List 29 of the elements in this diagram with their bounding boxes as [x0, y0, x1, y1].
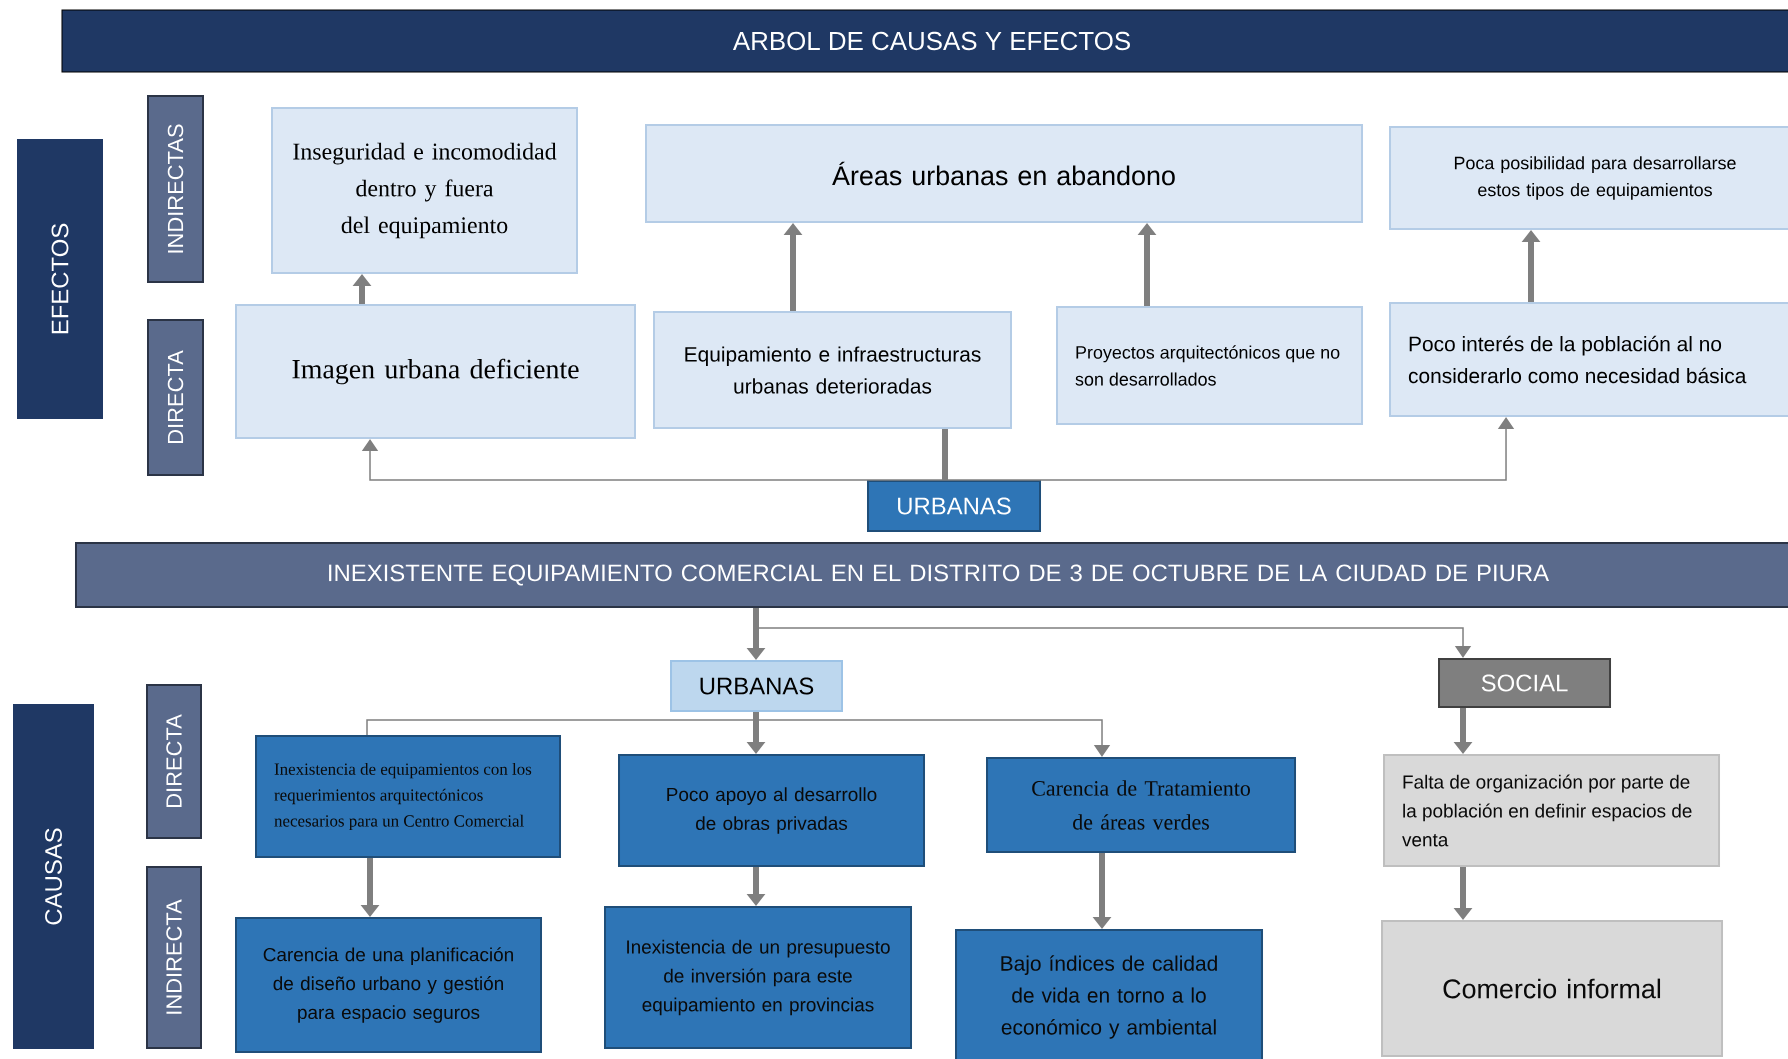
section-label: CAUSAS — [13, 704, 94, 1049]
cause-box: Bajo índices de calidad de vida en torno a lo económico y ambiental — [955, 929, 1263, 1059]
level-label: INDIRECTAS — [147, 95, 204, 283]
cause-box: Carencia de una planificación de diseño urbano y gestión para espacio seguros — [235, 917, 542, 1053]
effect-box: Equipamiento e infraestructuras urbanas deterioradas — [653, 311, 1012, 429]
effect-box: Áreas urbanas en abandono — [645, 124, 1363, 223]
level-label: INDIRECTA — [146, 866, 202, 1049]
category-box: URBANAS — [670, 660, 843, 712]
effect-box: Poco interés de la población al no considerarlo como necesidad básica — [1389, 302, 1788, 417]
cause-box: Comercio informal — [1381, 920, 1723, 1057]
category-box: SOCIAL — [1438, 658, 1611, 708]
cause-box: Inexistencia de un presupuesto de inversión para este equipamiento en provincias — [604, 906, 912, 1049]
effect-box: Poca posibilidad para desarrollarse estos tipos de equipamientos — [1389, 126, 1788, 230]
effect-box: Proyectos arquitectónicos que no son desarrollados — [1056, 306, 1363, 425]
effect-box: Imagen urbana deficiente — [235, 304, 636, 439]
problem-bar: INEXISTENTE EQUIPAMIENTO COMERCIAL EN EL DISTRITO DE 3 DE OCTUBRE DE LA CIUDAD DE PIURA — [75, 542, 1788, 608]
cause-box: Poco apoyo al desarrollo de obras privadas — [618, 754, 925, 867]
level-label: DIRECTA — [147, 319, 204, 476]
arrow — [755, 607, 1472, 658]
category-box: URBANAS — [867, 480, 1041, 532]
cause-box: Carencia de Tratamiento de áreas verdes — [986, 757, 1296, 853]
level-label: DIRECTA — [146, 684, 202, 839]
arrow — [755, 711, 1111, 757]
cause-box: Falta de organización por parte de la población en definir espacios de venta — [1383, 754, 1720, 867]
cause-box: Inexistencia de equipamientos con los requerimientos arquitectónicos necesarios para un Centro Comercial — [255, 735, 561, 858]
section-label: EFECTOS — [17, 139, 103, 419]
arrow — [361, 439, 955, 481]
title-bar: ARBOL DE CAUSAS Y EFECTOS — [61, 9, 1788, 73]
effect-box: Inseguridad e incomodidad dentro y fuera del equipamiento — [271, 107, 578, 274]
